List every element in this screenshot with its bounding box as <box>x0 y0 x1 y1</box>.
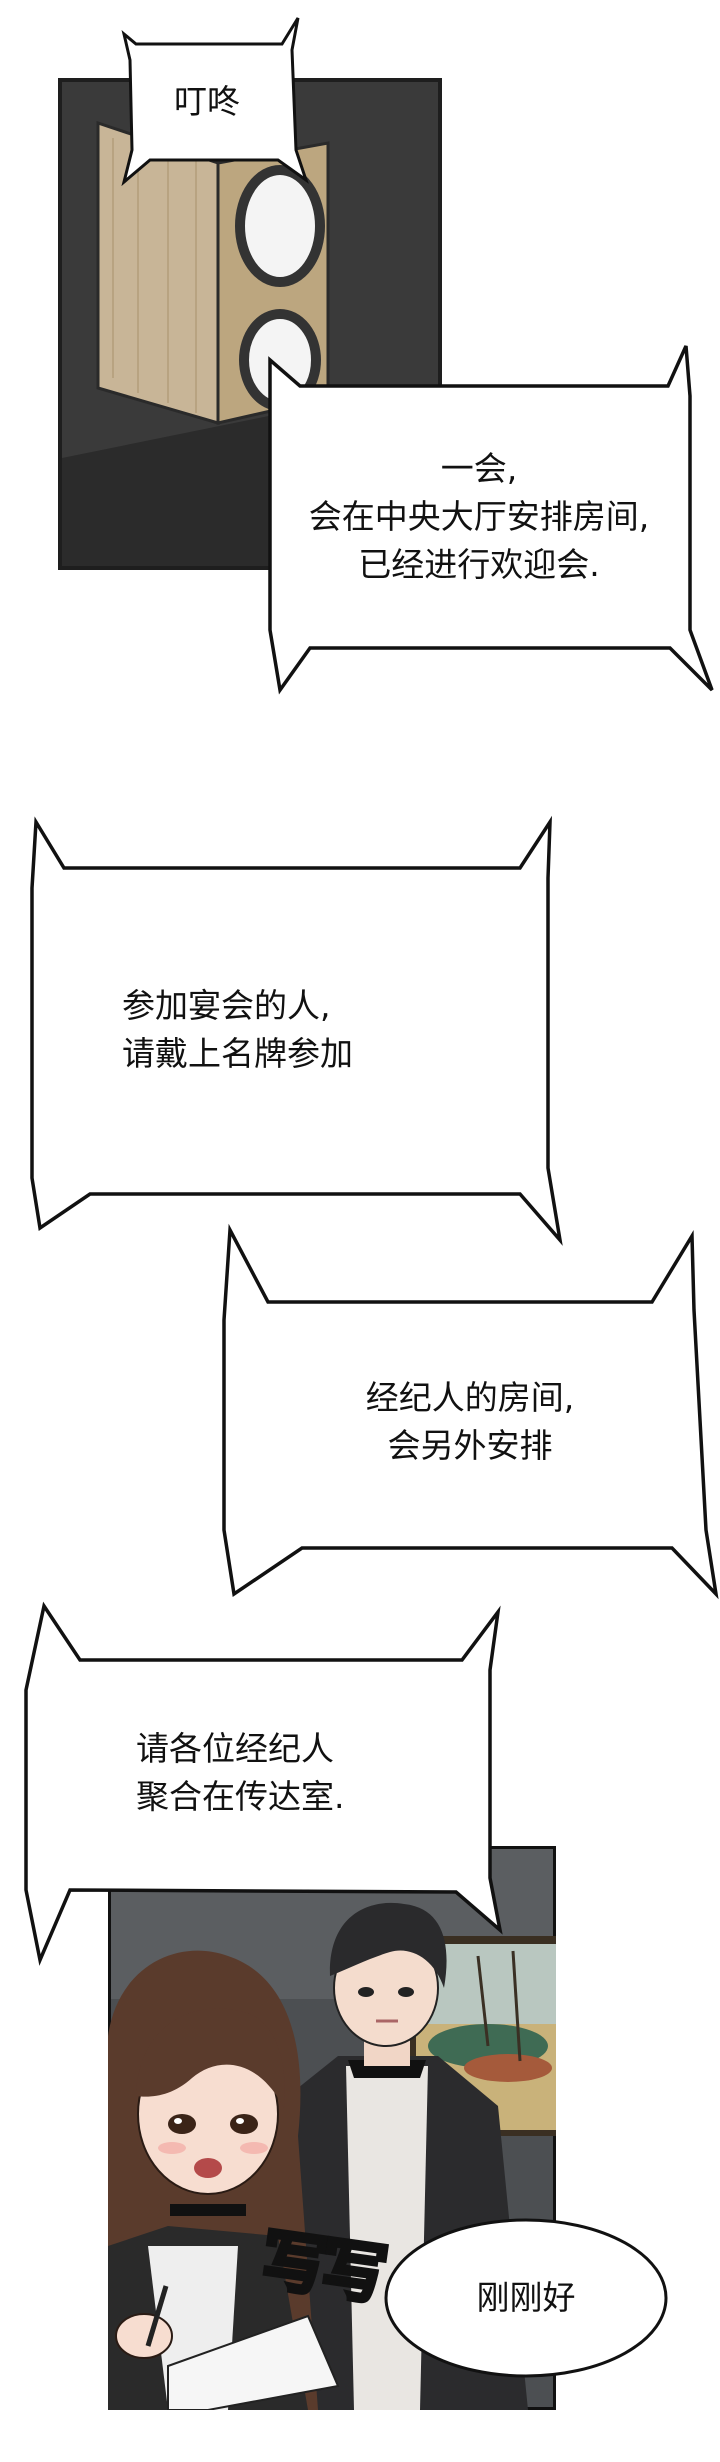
bubble-nametag <box>30 815 563 1246</box>
bubble-doorbell <box>121 17 309 187</box>
announcement-line-2: 会在中央大厅安排房间, <box>308 497 650 536</box>
just-right-label: 刚刚好 <box>476 2278 576 2317</box>
speaker-hole-top <box>235 165 325 287</box>
bubble-announcement <box>268 345 714 695</box>
bubble-doorbell-text: 叮咚 <box>130 46 284 158</box>
gather-line-1: 请各位经纪人 <box>136 1729 334 1768</box>
manager-room-line-1: 经纪人的房间, <box>365 1378 575 1417</box>
bubble-gather <box>24 1601 503 1966</box>
bubble-just-right-text: 刚刚好 <box>406 2240 646 2356</box>
woman-figure <box>108 1950 340 2411</box>
nametag-line-1: 参加宴会的人, <box>122 986 331 1025</box>
announcement-line-3: 已经进行欢迎会. <box>358 545 600 584</box>
bubble-manager-room <box>222 1223 719 1600</box>
bubble-announcement-text: 一会, 会在中央大厅安排房间, 已经进行欢迎会. <box>272 392 686 642</box>
bubble-manager-room-text: 经纪人的房间, 会另外安排 <box>240 1312 700 1532</box>
gather-line-2: 聚合在传达室. <box>136 1777 345 1816</box>
announcement-line-1: 一会, <box>440 449 518 488</box>
manager-room-line-2: 会另外安排 <box>387 1426 553 1465</box>
bubble-gather-text: 请各位经纪人 聚合在传达室. <box>50 1668 490 1878</box>
bubble-just-right <box>384 2218 668 2378</box>
sfx-writing: 写写 <box>254 2219 388 2316</box>
bubble-nametag-text: 参加宴会的人, 请戴上名牌参加 <box>60 880 526 1180</box>
doorbell-label: 叮咚 <box>174 82 240 121</box>
nametag-line-2: 请戴上名牌参加 <box>122 1034 353 1073</box>
